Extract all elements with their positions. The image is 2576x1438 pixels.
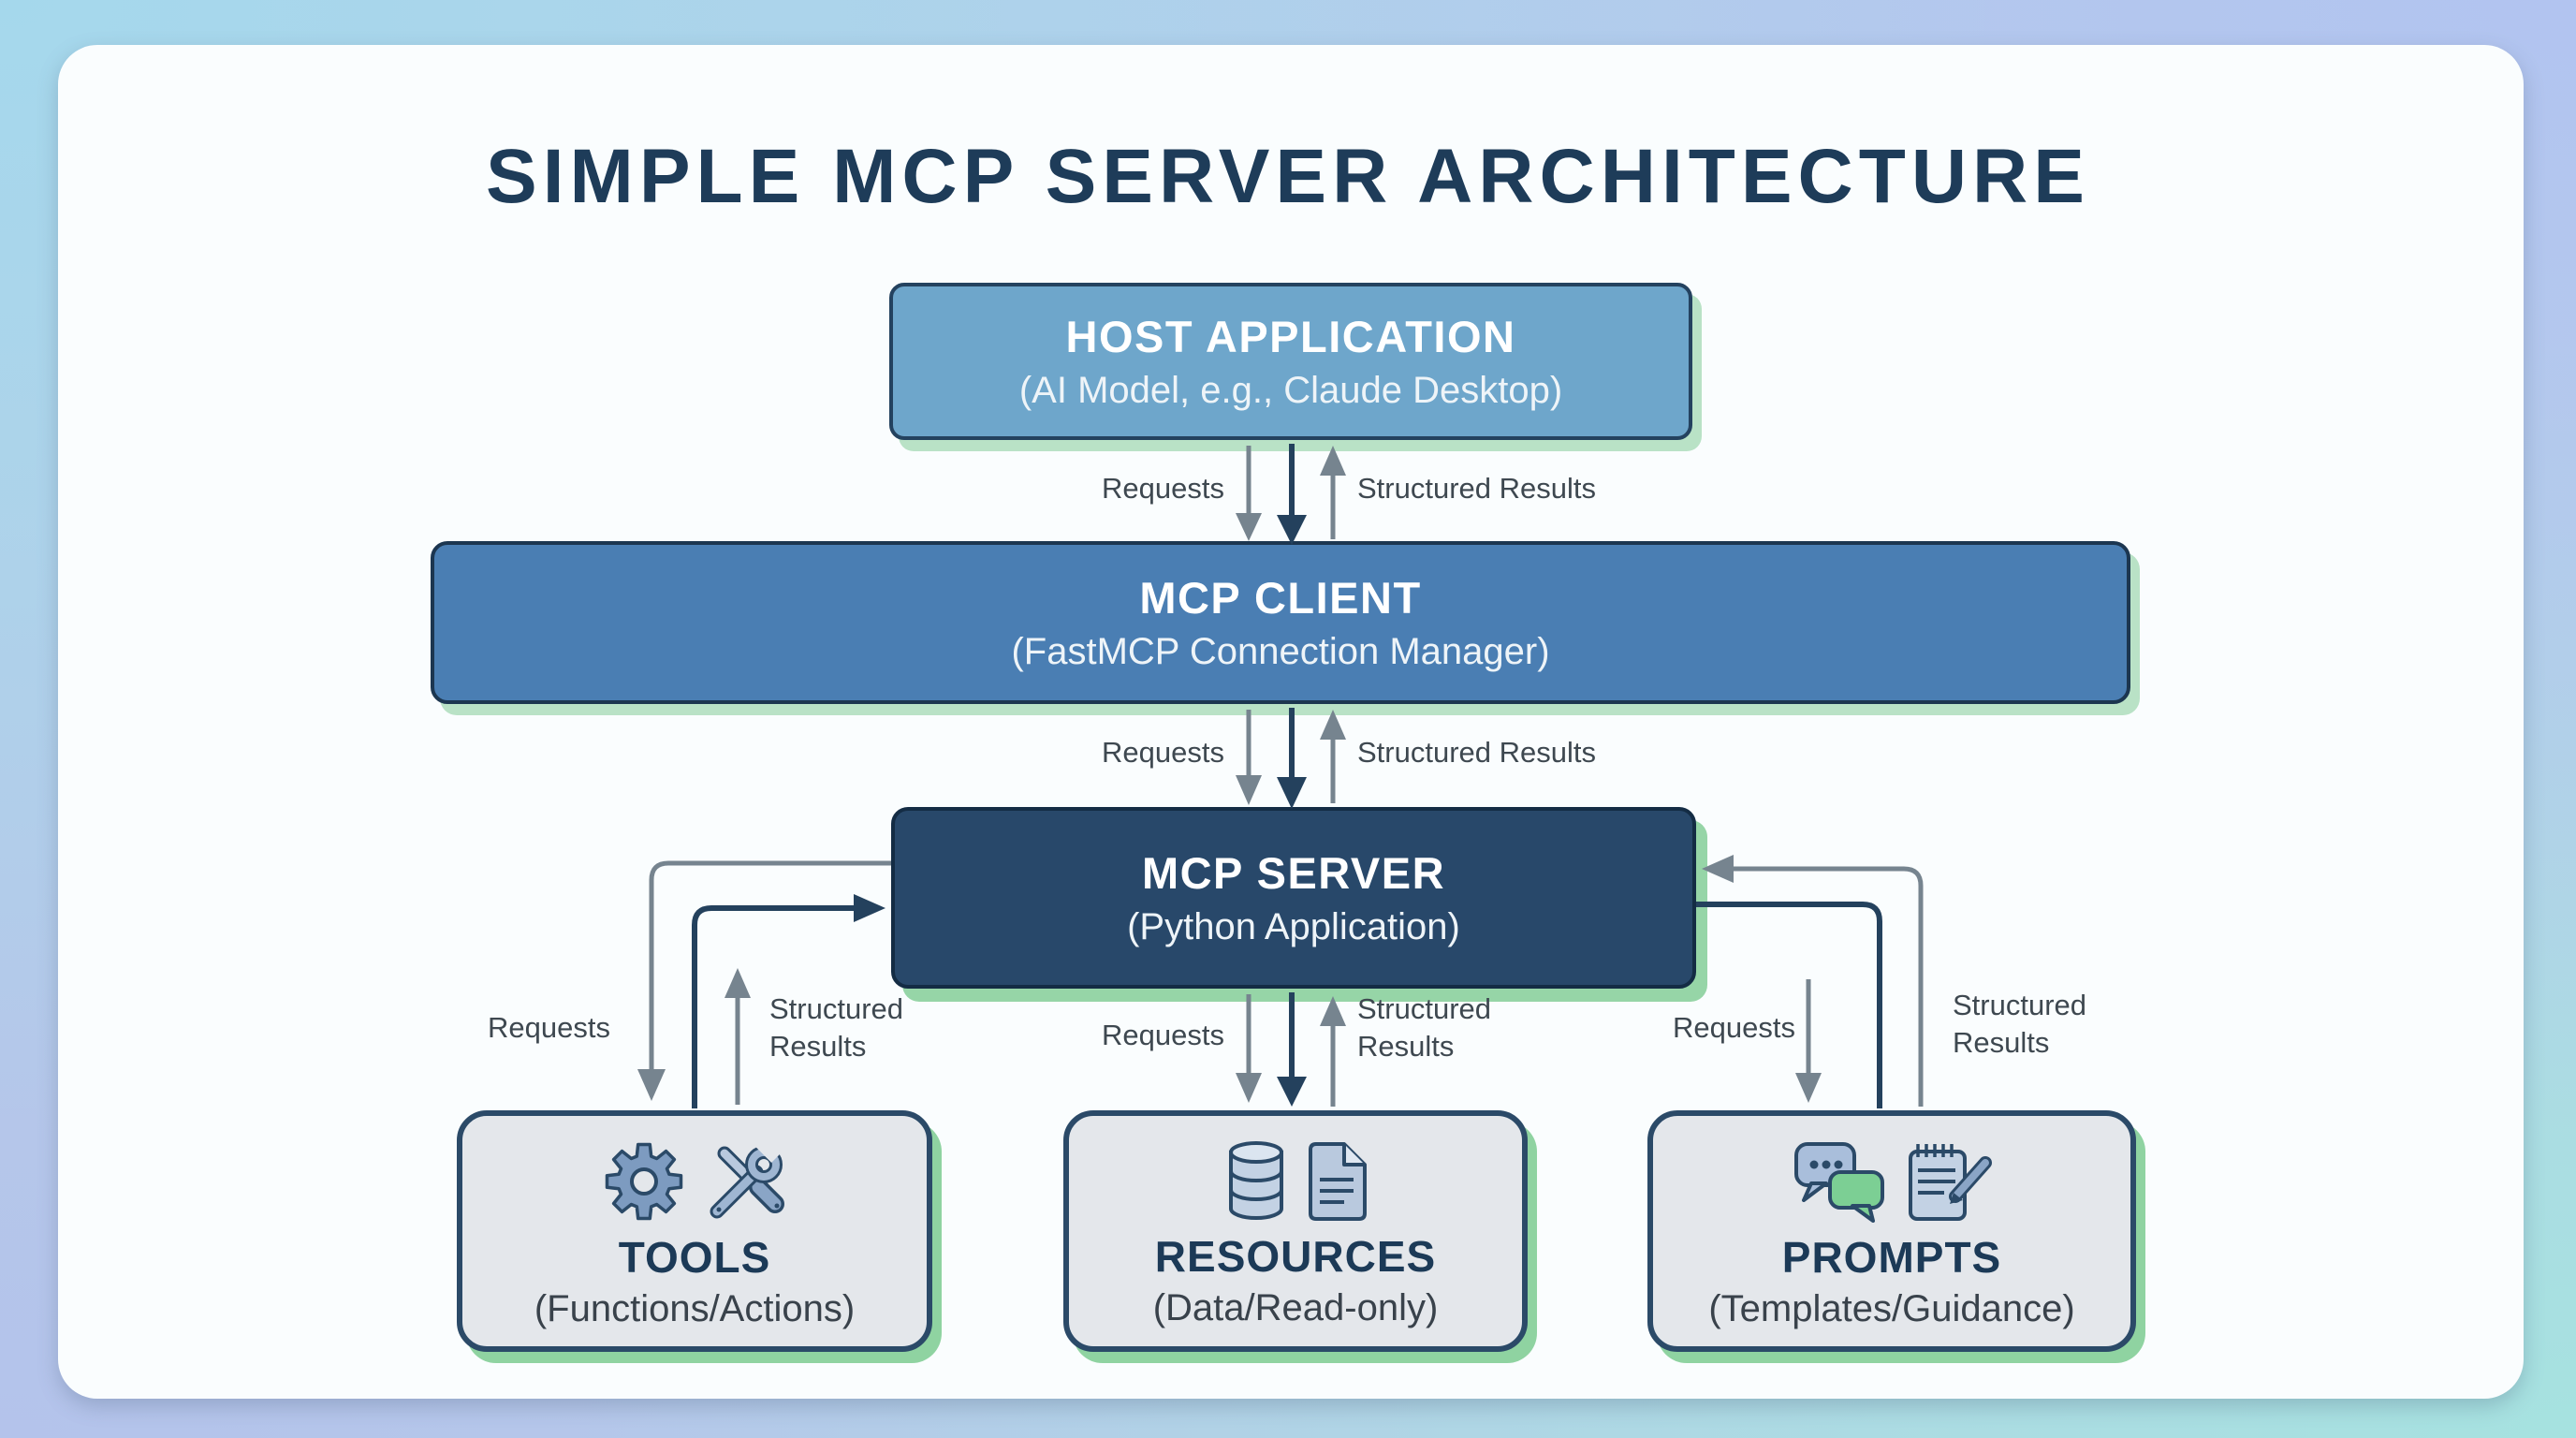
tools-icons [601,1137,788,1225]
label-client-server-results: Structured Results [1357,736,1596,769]
resources-icons [1221,1139,1370,1224]
resources-title: RESOURCES [1154,1231,1437,1281]
label-server-prompts-results: Structured Results [1953,989,2087,1059]
node-tools: TOOLS (Functions/Actions) [457,1110,932,1352]
chat-bubbles-icon [1794,1141,1884,1223]
node-mcp-server: MCP SERVER (Python Application) [891,807,1696,989]
host-title: HOST APPLICATION [1065,312,1516,361]
server-title: MCP SERVER [1141,848,1446,898]
resources-subtitle: (Data/Read-only) [1152,1286,1439,1328]
gear-icon [605,1142,683,1220]
host-subtitle: (AI Model, e.g., Claude Desktop) [1018,370,1563,411]
client-subtitle: (FastMCP Connection Manager) [1011,631,1550,672]
label-server-resources-results: Structured Results [1357,992,1492,1063]
node-mcp-client: MCP CLIENT (FastMCP Connection Manager) [431,541,2130,704]
node-resources: RESOURCES (Data/Read-only) [1063,1110,1528,1352]
label-server-tools-requests: Requests [488,1011,610,1044]
prompts-subtitle: (Templates/Guidance) [1708,1287,2075,1329]
tools-subtitle: (Functions/Actions) [534,1287,856,1329]
label-client-server-requests: Requests [1102,736,1224,769]
node-prompts: PROMPTS (Templates/Guidance) [1647,1110,2136,1352]
prompts-icons [1791,1138,1993,1225]
screwdriver-wrench-icon [710,1137,784,1218]
label-server-tools-results: Structured Results [769,992,904,1063]
notepad-pencil-icon [1909,1143,1992,1221]
prompts-title: PROMPTS [1781,1232,2002,1282]
database-icon [1229,1140,1283,1220]
document-icon [1309,1141,1367,1221]
client-title: MCP CLIENT [1139,573,1422,623]
label-host-client-results: Structured Results [1357,472,1596,505]
server-subtitle: (Python Application) [1127,906,1460,947]
page-title: SIMPLE MCP SERVER ARCHITECTURE [486,134,2090,219]
label-server-resources-requests: Requests [1102,1019,1224,1051]
node-host-application: HOST APPLICATION (AI Model, e.g., Claude… [889,283,1692,440]
label-server-prompts-requests: Requests [1673,1011,1795,1044]
label-host-client-requests: Requests [1102,472,1224,505]
tools-title: TOOLS [618,1232,771,1282]
